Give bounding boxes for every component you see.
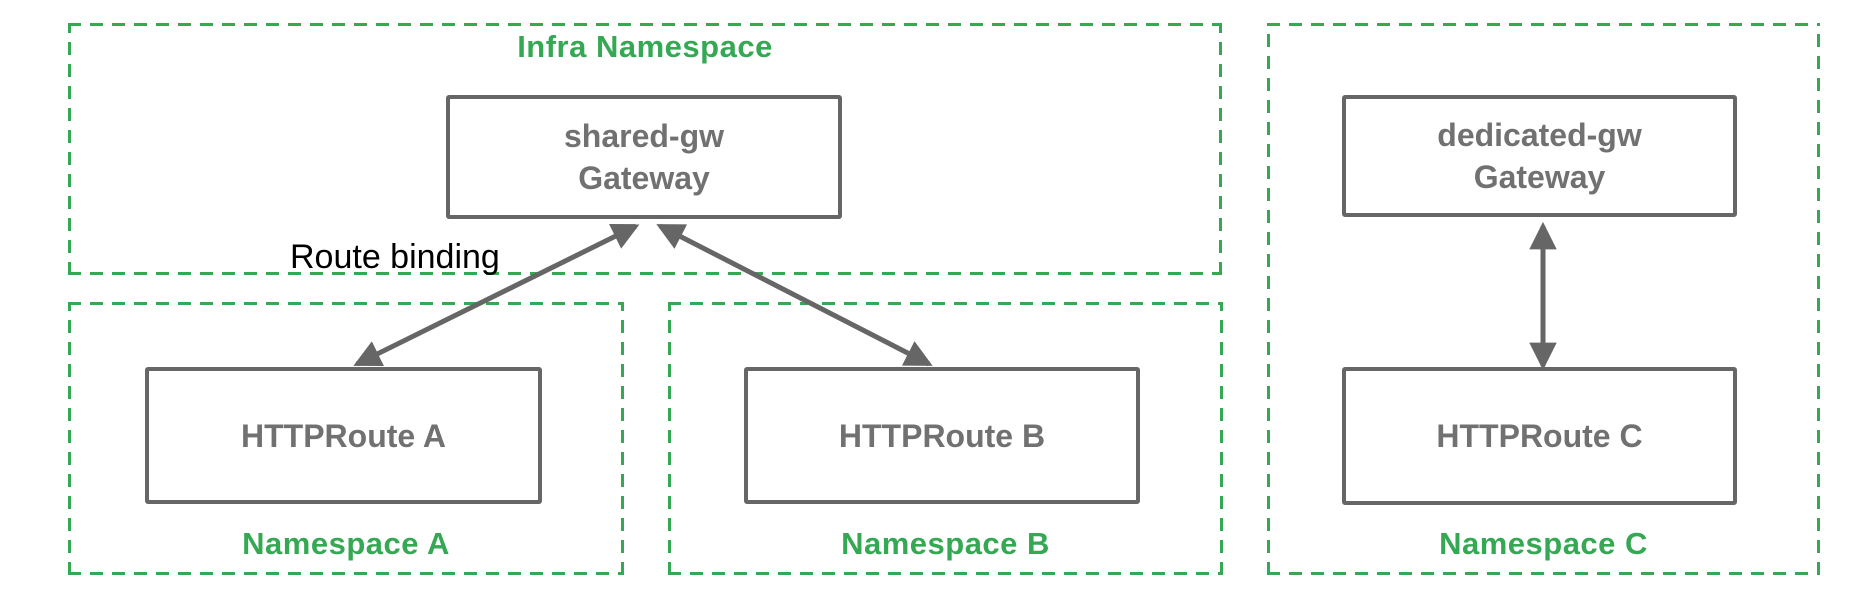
dedicated-gateway-kind: Gateway bbox=[1473, 159, 1606, 195]
httproute-a-node: HTTPRoute A bbox=[145, 367, 542, 504]
httproute-b-label: HTTPRoute B bbox=[838, 417, 1046, 454]
httproute-c-node: HTTPRoute C bbox=[1342, 367, 1737, 505]
infra-namespace-group: Infra Namespace shared-gw Gateway bbox=[68, 23, 1222, 275]
route-binding-label: Route binding bbox=[290, 238, 500, 276]
namespace-a-group: HTTPRoute A Namespace A bbox=[68, 302, 624, 575]
shared-gateway-name: shared-gw bbox=[563, 118, 725, 154]
shared-gateway-node: shared-gw Gateway bbox=[446, 95, 842, 219]
namespace-a-title: Namespace A bbox=[242, 526, 450, 561]
shared-gateway-kind: Gateway bbox=[578, 160, 710, 196]
dedicated-gateway-name: dedicated-gw bbox=[1437, 117, 1642, 153]
httproute-a-label: HTTPRoute A bbox=[240, 417, 446, 454]
httproute-c-label: HTTPRoute C bbox=[1436, 418, 1643, 454]
namespace-c-group: dedicated-gw Gateway HTTPRoute C Namespa… bbox=[1267, 23, 1820, 575]
namespace-b-group: HTTPRoute B Namespace B bbox=[668, 302, 1223, 575]
httproute-b-node: HTTPRoute B bbox=[744, 367, 1140, 504]
namespace-c-title: Namespace C bbox=[1439, 526, 1648, 561]
infra-namespace-title: Infra Namespace bbox=[517, 29, 773, 64]
dedicated-gateway-node: dedicated-gw Gateway bbox=[1342, 95, 1737, 217]
namespace-b-title: Namespace B bbox=[841, 526, 1050, 561]
